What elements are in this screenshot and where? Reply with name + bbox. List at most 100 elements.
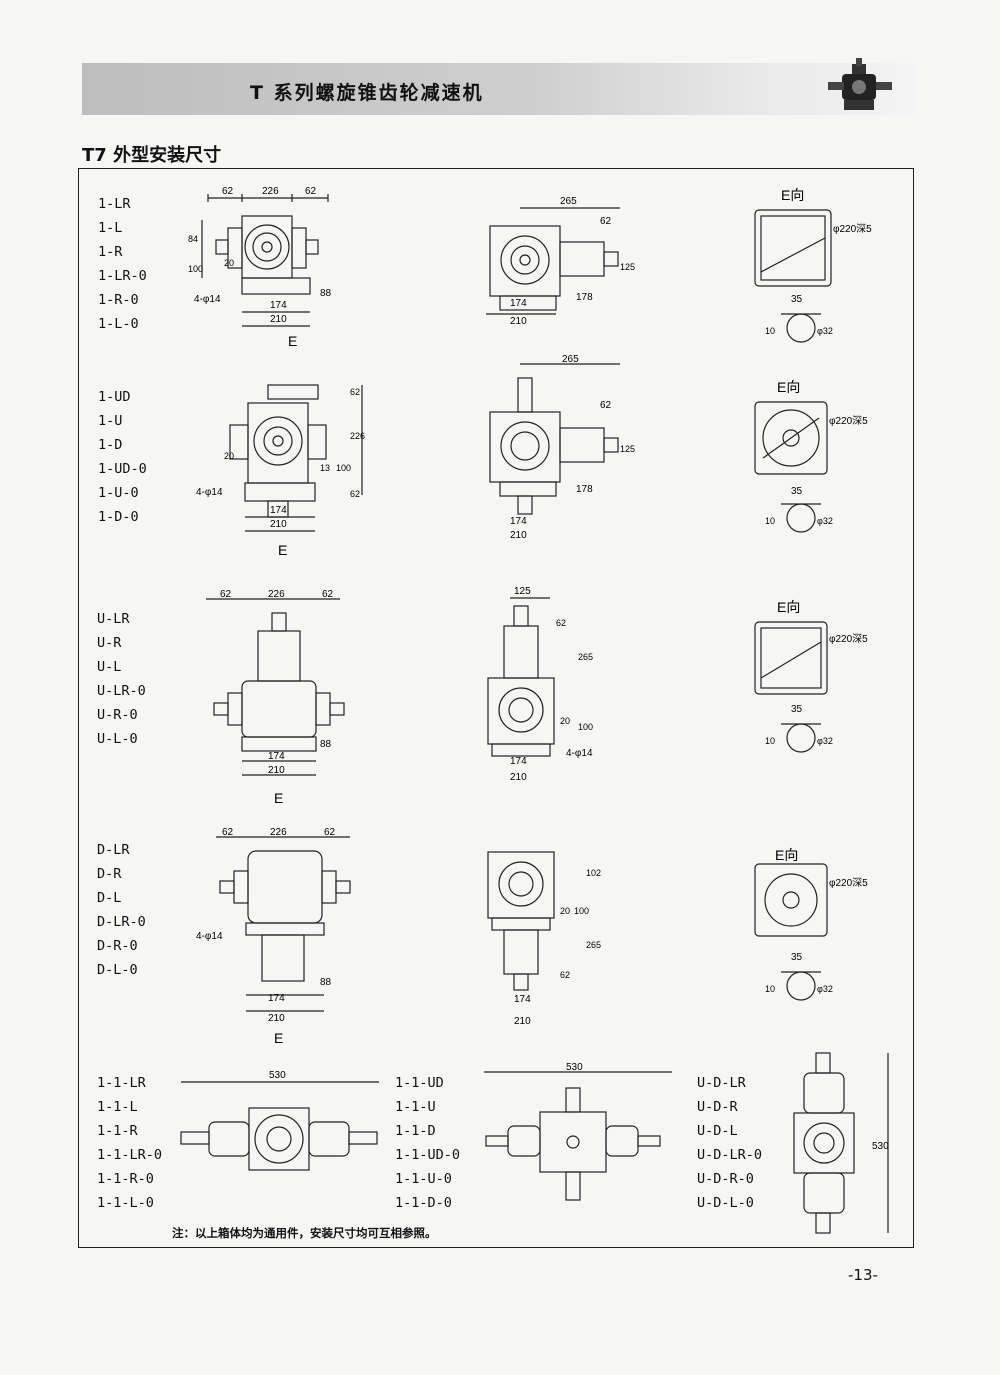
dim-label: φ32 — [817, 516, 833, 526]
dim-label: 125 — [620, 262, 635, 272]
drawing-frame — [78, 168, 914, 1248]
model-label: 1-1-L — [97, 1099, 138, 1115]
model-label: 1-D-0 — [98, 509, 139, 525]
view-arrow-e: E — [274, 1030, 283, 1046]
dim-label: 10 — [765, 516, 775, 526]
dim-label: 226 — [262, 186, 279, 197]
dim-label: 20 — [224, 258, 234, 268]
dim-label: 530 — [566, 1062, 583, 1073]
model-label: 1-1-UD-0 — [395, 1147, 461, 1163]
dim-label: 530 — [269, 1070, 286, 1081]
footnote: 注：以上箱体均为通用件，安装尺寸均可互相参照。 — [172, 1226, 437, 1240]
dim-label: 62 — [600, 216, 612, 227]
model-label: 1-1-UD — [395, 1075, 444, 1091]
dim-label: 265 — [578, 652, 593, 662]
model-label: 1-1-LR-0 — [97, 1147, 163, 1163]
model-label: U-L — [97, 659, 122, 675]
dim-label: 210 — [510, 530, 527, 541]
model-label: 1-R-0 — [98, 292, 139, 308]
front-view-1-ud: 62 226 20 13 100 62 4-φ14 174 210 E — [196, 384, 365, 558]
dim-label: 4-φ14 — [196, 931, 223, 942]
model-label: U-L-0 — [97, 731, 138, 747]
model-label: 1-UD — [98, 389, 131, 405]
dim-label: 62 — [600, 400, 612, 411]
model-label: 1-1-LR — [97, 1075, 146, 1091]
dim-label: 265 — [560, 196, 577, 207]
page-header-title: T 系列螺旋锥齿轮减速机 — [250, 82, 484, 104]
side-view-d-lr: 102 20 100 265 62 174 210 — [487, 851, 601, 1027]
dim-label: 174 — [270, 505, 287, 516]
dim-label: 100 — [336, 463, 351, 473]
e-view-3: E向 φ220深5 35 10 φ32 — [754, 599, 868, 753]
dim-label: 265 — [562, 354, 579, 365]
dim-label: 62 — [560, 970, 570, 980]
dim-label: φ220深5 — [833, 223, 872, 235]
model-label: D-R-0 — [97, 938, 138, 954]
dim-label: 102 — [586, 868, 601, 878]
view-arrow-e: E — [288, 333, 297, 349]
dim-label: 210 — [514, 1016, 531, 1027]
model-label: 1-1-D-0 — [395, 1195, 452, 1211]
dim-label: 210 — [268, 765, 285, 776]
e-view-4: E向 φ220深5 35 10 φ32 — [754, 847, 868, 1001]
model-list-bottom-3: U-D-LR U-D-R U-D-L U-D-LR-0 U-D-R-0 U-D-… — [697, 1071, 762, 1215]
model-label: U-D-LR — [697, 1075, 746, 1091]
dim-label: 62 — [222, 186, 234, 197]
dim-label: 62 — [324, 827, 336, 838]
dim-label: 210 — [268, 1013, 285, 1024]
dim-label: 174 — [514, 994, 531, 1005]
dim-label: 62 — [350, 489, 360, 499]
model-label: 1-1-U — [395, 1099, 436, 1115]
model-label: 1-U-0 — [98, 485, 139, 501]
dim-label: 174 — [268, 751, 285, 762]
front-view-d-lr: 62 226 62 4-φ14 88 174 210 E — [196, 827, 351, 1046]
view-arrow-e: E — [278, 542, 287, 558]
model-label: 1-D — [98, 437, 123, 453]
model-label: 1-LR — [98, 196, 131, 212]
model-label: 1-L-0 — [98, 316, 139, 332]
model-label: D-LR — [97, 842, 130, 858]
dim-label: 35 — [791, 704, 803, 715]
e-view-2: E向 φ220深5 35 10 φ32 — [754, 379, 868, 533]
dim-label: 88 — [320, 288, 332, 299]
model-label: 1-1-R-0 — [97, 1171, 154, 1187]
dim-label: 210 — [270, 519, 287, 530]
dim-label: φ32 — [817, 984, 833, 994]
dim-label: 174 — [510, 756, 527, 767]
model-label: D-L — [97, 890, 122, 906]
view-arrow-e: E — [274, 790, 283, 806]
dim-label: φ220深5 — [829, 877, 868, 889]
model-list-group-4: D-LR D-R D-L D-LR-0 D-R-0 D-L-0 — [97, 838, 146, 982]
dim-label: 226 — [270, 827, 287, 838]
dim-label: 62 — [220, 589, 232, 600]
model-label: 1-UD-0 — [98, 461, 147, 477]
dim-label: φ220深5 — [829, 633, 868, 645]
model-label: U-D-R — [697, 1099, 738, 1115]
dim-label: φ32 — [817, 736, 833, 746]
dim-label: 210 — [510, 316, 527, 327]
model-label: D-R — [97, 866, 122, 882]
side-view-u-lr: 125 62 265 20 100 4-φ14 174 210 — [487, 586, 593, 783]
dim-label: 100 — [578, 722, 593, 732]
dim-label: 178 — [576, 292, 593, 303]
model-label: U-D-LR-0 — [697, 1147, 763, 1163]
dim-label: 10 — [765, 984, 775, 994]
front-view-1-1-lr: 530 — [180, 1070, 379, 1171]
dim-label: 210 — [270, 314, 287, 325]
model-label: U-D-L-0 — [697, 1195, 754, 1211]
dim-label: 210 — [510, 772, 527, 783]
dim-label: 20 — [560, 716, 570, 726]
dim-label: 10 — [765, 736, 775, 746]
model-list-bottom-1: 1-1-LR 1-1-L 1-1-R 1-1-LR-0 1-1-R-0 1-1-… — [97, 1071, 162, 1215]
view-label: E向 — [777, 379, 800, 395]
dim-label: 100 — [574, 906, 589, 916]
dim-label: 530 — [872, 1141, 889, 1152]
dim-label: 13 — [320, 463, 330, 473]
dim-label: 174 — [510, 298, 527, 309]
dim-label: 35 — [791, 486, 803, 497]
front-view-1-lr: 62 226 62 84 100 20 4-φ14 174 88 210 E — [188, 186, 332, 349]
front-view-1-1-ud: 530 — [484, 1062, 672, 1201]
model-label: U-D-R-0 — [697, 1171, 754, 1187]
model-label: 1-L — [98, 220, 123, 236]
header-band — [82, 63, 916, 115]
